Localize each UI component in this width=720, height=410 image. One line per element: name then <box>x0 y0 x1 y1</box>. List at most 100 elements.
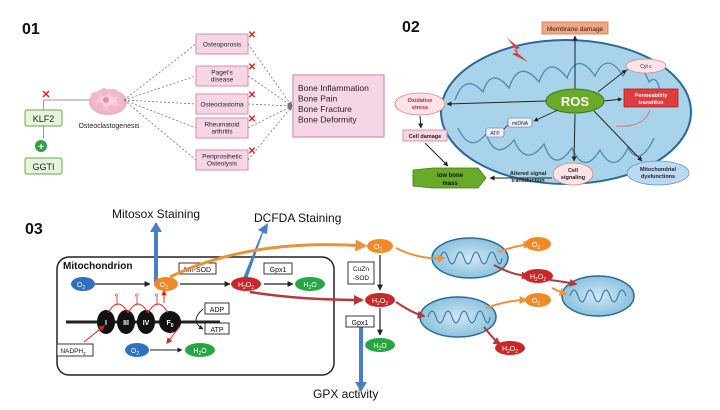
disease-label: arthritis <box>211 129 233 136</box>
mn-sod-box <box>178 262 217 275</box>
o2-label-1: O2 <box>77 282 85 291</box>
complex-label: IV <box>143 320 150 327</box>
cell-damage-label: Cell damage <box>409 134 441 140</box>
superoxide-label-4: O2 <box>532 298 540 307</box>
arrow-to-low-bone <box>424 142 449 167</box>
arrow-to-permeability <box>603 97 623 102</box>
disease-link <box>123 43 197 101</box>
mito-dysfunction-node <box>626 160 690 186</box>
cell-signaling-node <box>552 162 594 186</box>
electron-arc-2 <box>127 303 149 314</box>
mito-dysfunction-label-2: dysfunctions <box>641 174 675 180</box>
mn-sod-label: Mn-SOD <box>184 267 211 274</box>
h2o2-node-1 <box>231 277 261 291</box>
superoxide-node-1 <box>154 277 178 291</box>
atp-box <box>485 127 505 138</box>
outcome-label: Bone Inflammation <box>298 83 369 93</box>
h2o-node-3 <box>365 338 395 352</box>
lightning-icon <box>507 38 528 62</box>
inhibit-mark: ✕ <box>248 90 256 101</box>
mito-dysfunction-label-1: Mitochondrial <box>640 167 677 173</box>
complex-to-o2-arrow <box>166 325 181 344</box>
h2o2-exit-arrow <box>249 290 364 305</box>
dcfda-label: DCFDA Staining <box>254 211 341 225</box>
h2o-node-2 <box>185 343 215 357</box>
plus-sign: + <box>38 142 44 153</box>
h2o-label-1: H2O <box>303 282 317 291</box>
superoxide-node-2 <box>367 239 393 253</box>
permeability-label-2: transition <box>638 100 664 106</box>
oxidative-stress-node <box>394 92 446 116</box>
h2o-node-1 <box>295 277 325 291</box>
panel-03: 03 Mitosox Staining DCFDA Staining GPX a… <box>25 207 635 401</box>
permeability-curve <box>615 109 651 127</box>
altered-signal-label-2: transduction <box>511 178 545 184</box>
h2o2-label-4: H2O2 <box>502 346 518 355</box>
cell-signaling-label-1: Cell <box>568 168 579 174</box>
cuzn-sod-label-1: CuZn <box>353 266 369 273</box>
gpx-activity-label: GPX activity <box>313 387 378 401</box>
disease-link <box>123 99 197 105</box>
complex-node <box>117 310 135 334</box>
arrow-to-cell-damage <box>418 115 424 129</box>
o2-node-2 <box>125 343 149 357</box>
disease-label: disease <box>211 77 234 84</box>
h2o2-node-3 <box>523 269 553 283</box>
cell-damage-box <box>402 129 448 142</box>
gpx1-box-inner <box>263 262 293 275</box>
disease-list: Osteoporosis✕Paget'sdisease✕Osteoclastom… <box>195 30 256 171</box>
panel-02: 02 Membrane damage Cyt c Permeability tr… <box>394 19 692 189</box>
disease-links <box>123 43 197 161</box>
disease-label: Osteoporosis <box>203 42 242 49</box>
h2o-label-2: H2O <box>193 348 207 357</box>
ggti-box <box>24 157 63 175</box>
low-bone-mass-label-1: low bone <box>437 173 464 179</box>
flow-arrow-4 <box>395 301 426 319</box>
gpx1-box-cytosol <box>345 315 375 328</box>
o2-label-2: O2 <box>131 348 139 357</box>
cuzn-sod-box <box>347 261 375 285</box>
atp-box <box>204 322 230 335</box>
arrow-to-cytc <box>597 69 627 93</box>
inhibit-mark: ✕ <box>248 30 256 41</box>
mitochondrion-icon-2 <box>419 296 497 338</box>
superoxide-exit-arrow <box>169 239 368 279</box>
electron-arc-3 <box>147 303 169 314</box>
h2o2-label-2: H2O2 <box>372 298 388 307</box>
mtdna-atp-link <box>503 124 509 130</box>
klf2-label: KLF2 <box>33 114 55 124</box>
complex-node <box>159 311 181 333</box>
oxidative-stress-label-2: stress <box>412 105 428 111</box>
disease-label: Rheumatoid <box>204 122 239 129</box>
cyt-c-node <box>625 58 667 74</box>
superoxide-label-1: O2 <box>160 282 168 291</box>
panel-number-03: 03 <box>25 221 43 238</box>
flow-arrow-1 <box>395 247 446 263</box>
h2o2-label-1: H2O2 <box>238 282 254 291</box>
membrane-damage-label: Membrane damage <box>547 26 604 33</box>
adp-to-atp-arrow <box>195 308 204 330</box>
h2o2-node-2 <box>365 293 395 307</box>
panel-number-02: 02 <box>402 19 420 36</box>
panel-01: 01 KLF2 ✕ + GGTI Osteoclastogenesis Oste… <box>22 21 385 175</box>
permeability-label-1: Permeability <box>635 93 669 99</box>
disease-label: Osteolysis <box>207 161 238 168</box>
ggti-label: GGTI <box>33 162 55 172</box>
electron-label-1: e- <box>115 291 120 299</box>
outcome-link <box>247 103 293 109</box>
cell-signaling-label-2: signaling <box>561 175 585 181</box>
klf2-inhibit-mark: ✕ <box>41 89 50 101</box>
membrane-damage-box <box>541 21 609 35</box>
cristae-bottom <box>457 127 655 164</box>
permeability-box <box>623 88 679 108</box>
superoxide-label-2: O2 <box>374 244 382 253</box>
inhibit-mark: ✕ <box>248 146 256 157</box>
outcome-label: Bone Deformity <box>298 115 357 125</box>
disease-link <box>123 99 197 161</box>
outcome-label: Bone Fracture <box>298 104 352 114</box>
panel-number-01: 01 <box>22 21 40 38</box>
flow-arrow-5 <box>485 296 528 309</box>
flow-arrow-8 <box>549 278 578 287</box>
